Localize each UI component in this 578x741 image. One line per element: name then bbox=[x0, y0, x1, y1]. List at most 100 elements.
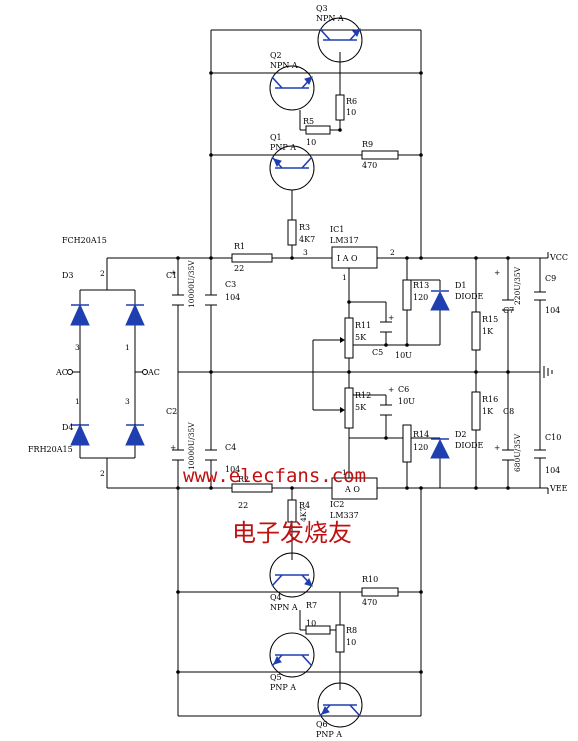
r14-body bbox=[402, 424, 412, 463]
r14-value: 120 bbox=[413, 443, 428, 452]
pin-label: 1 bbox=[75, 397, 80, 406]
r12-wiper bbox=[340, 407, 345, 413]
r15-body bbox=[471, 311, 481, 351]
r3-label: R3 bbox=[299, 223, 310, 232]
r5-body bbox=[305, 125, 331, 135]
d4-label: D4 bbox=[62, 423, 74, 432]
ac-left-label: AC bbox=[55, 368, 68, 377]
r4-label: R4 bbox=[299, 501, 310, 510]
d3-label: D3 bbox=[62, 271, 74, 280]
c9-value: 104 bbox=[545, 306, 560, 315]
c4-value: 104 bbox=[225, 465, 240, 474]
c7-label: C7 bbox=[503, 306, 514, 315]
r9-label: R9 bbox=[362, 140, 373, 149]
q4-value: NPN A bbox=[270, 603, 298, 612]
r10-value: 470 bbox=[362, 598, 377, 607]
polarity-mark: + bbox=[388, 313, 394, 322]
vcc-label: VCC bbox=[549, 253, 568, 262]
ic1-label: IC1 bbox=[330, 225, 344, 234]
pin-label: 1 bbox=[342, 273, 347, 282]
c8-label: C8 bbox=[503, 407, 514, 416]
pin-label: 2 bbox=[100, 269, 105, 278]
capacitors bbox=[172, 291, 546, 461]
labels: FCH20A15 FRH20A15 D3 D4 AC AC 2 3 1 1 3 … bbox=[28, 4, 568, 739]
r7-body bbox=[305, 625, 331, 635]
c3-value: 104 bbox=[225, 293, 240, 302]
c2-label: C2 bbox=[166, 407, 177, 416]
r1-body bbox=[231, 253, 273, 263]
c5-value: 10U bbox=[395, 351, 412, 360]
ic1-value: LM317 bbox=[330, 236, 359, 245]
d2-value: DIODE bbox=[455, 441, 484, 450]
fch-label: FCH20A15 bbox=[62, 236, 107, 245]
polarity-mark: + bbox=[170, 268, 176, 277]
polarity-mark: + bbox=[388, 385, 394, 394]
transistors bbox=[269, 17, 363, 728]
r11-body bbox=[344, 317, 354, 359]
ic2-pins: A O bbox=[344, 485, 360, 494]
q5-label: Q5 bbox=[270, 673, 282, 682]
ground-symbol bbox=[539, 364, 553, 380]
r15-value: 1K bbox=[482, 327, 494, 336]
r9-value: 470 bbox=[362, 161, 377, 170]
c5-label: C5 bbox=[372, 348, 383, 357]
q6-label: Q6 bbox=[316, 720, 328, 729]
r6-body bbox=[335, 94, 345, 121]
q4-label: Q4 bbox=[270, 593, 282, 602]
r12-body bbox=[344, 387, 354, 429]
r5-value: 10 bbox=[306, 138, 316, 147]
r4-body bbox=[287, 499, 297, 523]
wires bbox=[72, 29, 549, 717]
r10-body bbox=[361, 587, 399, 597]
c10-value: 104 bbox=[545, 466, 560, 475]
r7-value: 10 bbox=[306, 619, 316, 628]
q5-value: PNP A bbox=[270, 683, 296, 692]
ic1-pins: I A O bbox=[337, 254, 358, 263]
r11-value: 5K bbox=[355, 333, 367, 342]
bridge-diodes bbox=[70, 303, 145, 446]
r9-body bbox=[361, 150, 399, 160]
q2-label: Q2 bbox=[270, 51, 282, 60]
r4-value: 4K7 bbox=[299, 507, 308, 522]
r1-value: 22 bbox=[234, 264, 244, 273]
c6-value: 10U bbox=[398, 397, 415, 406]
q3-value: NPN A bbox=[316, 14, 344, 23]
r3-body bbox=[287, 219, 297, 246]
pin-label: 2 bbox=[390, 248, 395, 257]
ic2-value: LM337 bbox=[330, 511, 359, 520]
watermark-url: www.elecfans.com bbox=[183, 465, 366, 487]
r16-value: 1K bbox=[482, 407, 494, 416]
c9-label: C9 bbox=[545, 274, 556, 283]
r6-label: R6 bbox=[346, 97, 357, 106]
ic2-body bbox=[331, 477, 378, 500]
polarity-mark: + bbox=[494, 443, 500, 452]
r15-label: R15 bbox=[482, 315, 498, 324]
c8-value: 680U/35V bbox=[513, 433, 522, 472]
junctions bbox=[176, 71, 510, 674]
c2-value: 10000U/35V bbox=[187, 422, 196, 470]
polarity-mark: + bbox=[170, 443, 176, 452]
q1-value: PNP A bbox=[270, 143, 296, 152]
q6-value: PNP A bbox=[316, 730, 342, 739]
ac-terminal-left bbox=[67, 369, 73, 375]
d1-label: D1 bbox=[455, 281, 467, 290]
r8-label: R8 bbox=[346, 626, 357, 635]
pin-label: 2 bbox=[100, 469, 105, 478]
watermark-cn: 电子发烧友 bbox=[232, 519, 352, 547]
r7-label: R7 bbox=[306, 601, 317, 610]
ac-terminal-right bbox=[142, 369, 148, 375]
c1-label: C1 bbox=[166, 271, 177, 280]
pin-label: 1 bbox=[125, 343, 130, 352]
r13-value: 120 bbox=[413, 293, 428, 302]
q3-label: Q3 bbox=[316, 4, 328, 13]
c4-label: C4 bbox=[225, 443, 236, 452]
r14-label: R14 bbox=[413, 430, 429, 439]
c3-label: C3 bbox=[225, 280, 236, 289]
ac-right-label: AC bbox=[147, 368, 160, 377]
d1-value: DIODE bbox=[455, 292, 484, 301]
d2-label: D2 bbox=[455, 430, 467, 439]
q2-value: NPN A bbox=[270, 61, 298, 70]
r6-value: 10 bbox=[346, 108, 356, 117]
r11-label: R11 bbox=[355, 321, 371, 330]
